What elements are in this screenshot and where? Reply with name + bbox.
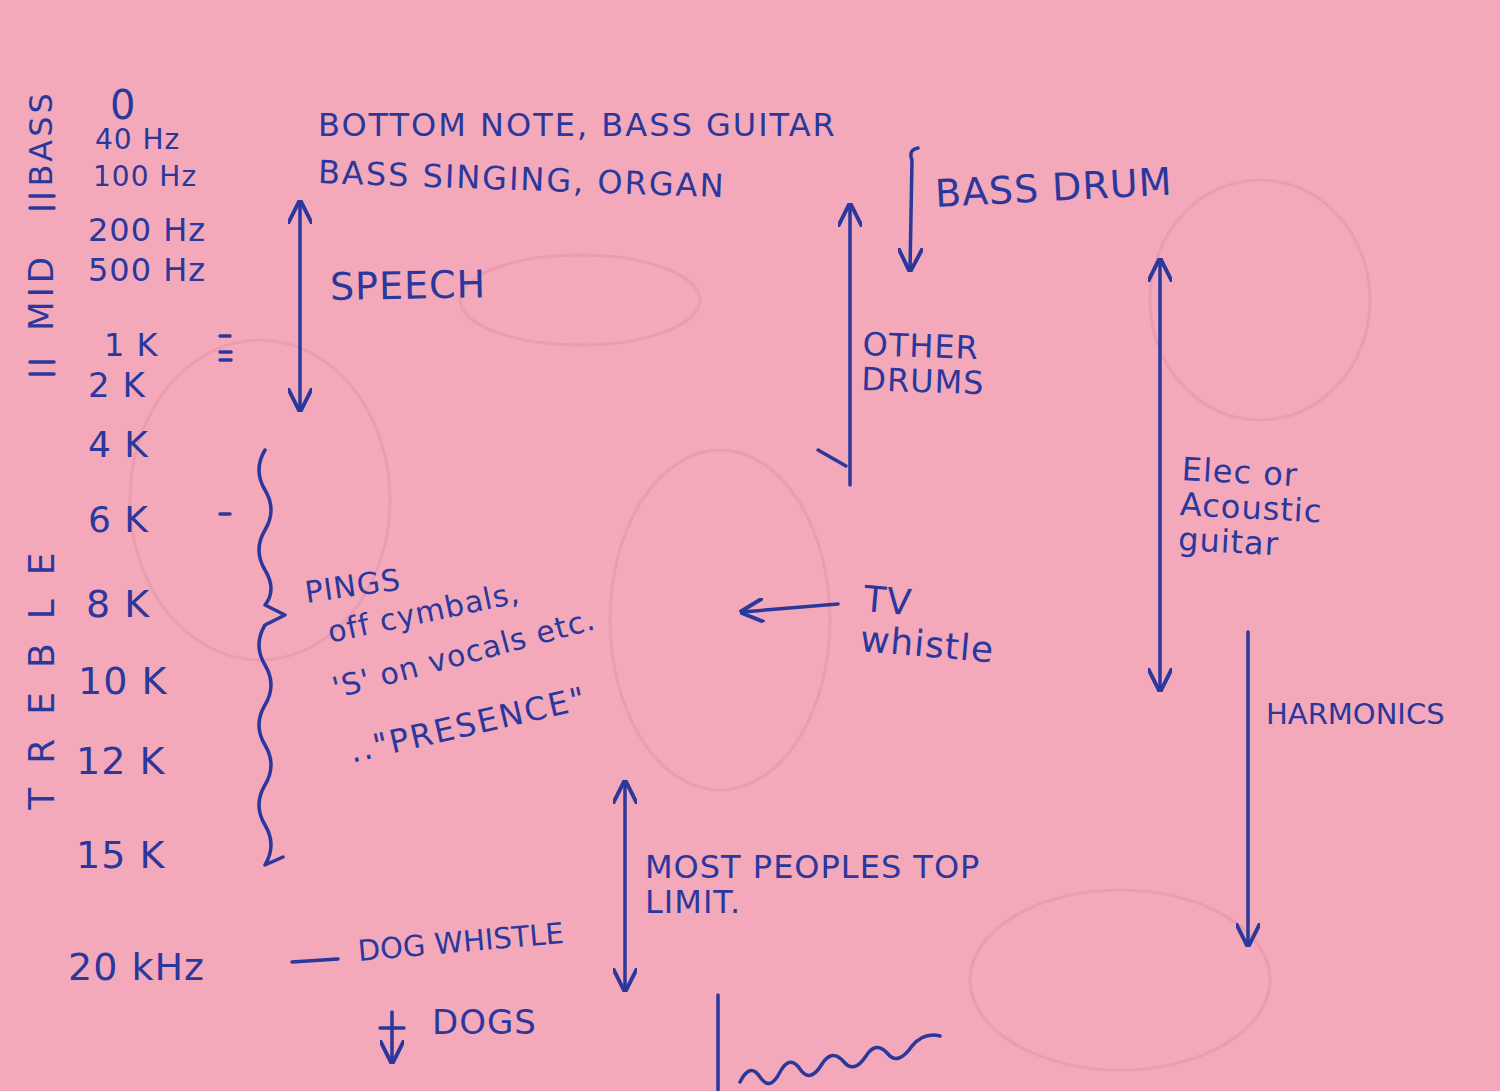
- band-label: MID: [23, 253, 60, 331]
- range-arrow: [623, 782, 627, 990]
- range-note: SPEECH: [330, 264, 487, 309]
- band-label: TREBLE: [22, 529, 62, 810]
- frequency-value: 10 K: [78, 661, 167, 703]
- pen-stroke: [716, 995, 720, 1091]
- separator-mark: [30, 360, 54, 364]
- band-label: BASS: [24, 90, 59, 186]
- range-note: Elec or Acoustic guitar: [1177, 452, 1372, 567]
- range-note: OTHER DRUMS: [861, 327, 1033, 403]
- separator-mark: [30, 194, 54, 198]
- frequency-value: 8 K: [86, 584, 150, 626]
- range-arrow: [910, 148, 918, 270]
- frequency-value: 200 Hz: [88, 213, 206, 248]
- frequency-zero: 0: [110, 83, 136, 127]
- range-note: TV whistle: [859, 579, 1035, 673]
- range-arrow: [1158, 260, 1162, 690]
- tick-mark: [220, 358, 231, 362]
- pointer-arrow: [742, 604, 838, 612]
- range-note: BASS DRUM: [934, 162, 1174, 216]
- frequency-value: 12 K: [76, 741, 165, 783]
- tick-mark: [220, 512, 230, 516]
- frequency-value: 4 K: [88, 425, 149, 465]
- frequency-value: 20 kHz: [68, 947, 205, 989]
- frequency-value: 500 Hz: [88, 253, 206, 288]
- leader-dash: [292, 959, 338, 962]
- curly-brace: [259, 450, 285, 865]
- faded-print: [130, 180, 1370, 1070]
- range-arrow-hook: [818, 450, 846, 466]
- range-arrow: [848, 205, 852, 485]
- pointer-arrow: [390, 1012, 394, 1062]
- frequency-value: 15 K: [76, 835, 165, 877]
- separator-mark: [30, 372, 54, 376]
- pen-stroke: [740, 1035, 940, 1083]
- range-note: HARMONICS: [1266, 699, 1445, 731]
- range-note: BASS SINGING, ORGAN: [317, 155, 726, 204]
- frequency-value: 2 K: [88, 367, 146, 404]
- frequency-value: 100 Hz: [93, 162, 197, 193]
- range-note: BOTTOM NOTE, BASS GUITAR: [318, 108, 837, 143]
- frequency-value: 6 K: [88, 500, 149, 540]
- tick-mark: [220, 334, 230, 338]
- range-note: .."PRESENCE": [346, 680, 590, 769]
- range-arrow: [298, 202, 302, 410]
- range-note: DOG WHISTLE: [357, 918, 565, 968]
- range-note: MOST PEOPLES TOP LIMIT.: [645, 850, 1045, 920]
- separator-mark: [30, 206, 54, 210]
- range-note: DOGS: [432, 1004, 537, 1041]
- frequency-value: 40 Hz: [95, 125, 180, 156]
- frequency-value: 1 K: [104, 328, 159, 363]
- range-arrow: [1246, 632, 1250, 945]
- range-note: PINGS: [303, 562, 403, 608]
- arrow-cross: [380, 1026, 404, 1030]
- tick-mark: [220, 350, 231, 354]
